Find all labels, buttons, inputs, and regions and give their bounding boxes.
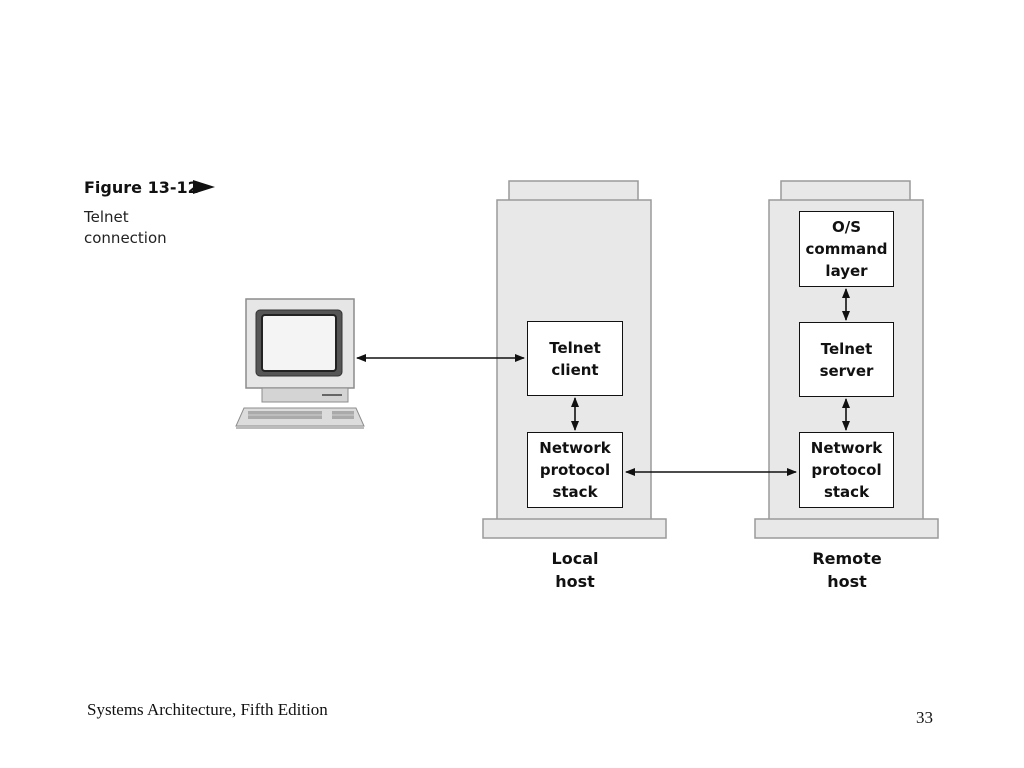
page-number: 33 — [916, 708, 933, 727]
figure-title: Telnet connection — [84, 208, 167, 247]
telnet-server-box: Telnet server — [799, 322, 894, 397]
figure-label: Figure 13-12 — [84, 178, 199, 197]
figure-pointer-icon — [193, 180, 215, 194]
local-network-stack-box: Network protocol stack — [527, 432, 623, 508]
terminal-computer-icon — [235, 298, 365, 429]
remote-network-stack-box: Network protocol stack — [799, 432, 894, 508]
telnet-client-box: Telnet client — [527, 321, 623, 396]
footer-book-title: Systems Architecture, Fifth Edition — [87, 700, 328, 719]
os-command-layer-box: O/S command layer — [799, 211, 894, 287]
remote-host-label: Remote host — [812, 549, 882, 591]
local-host-label: Local host — [551, 549, 599, 591]
